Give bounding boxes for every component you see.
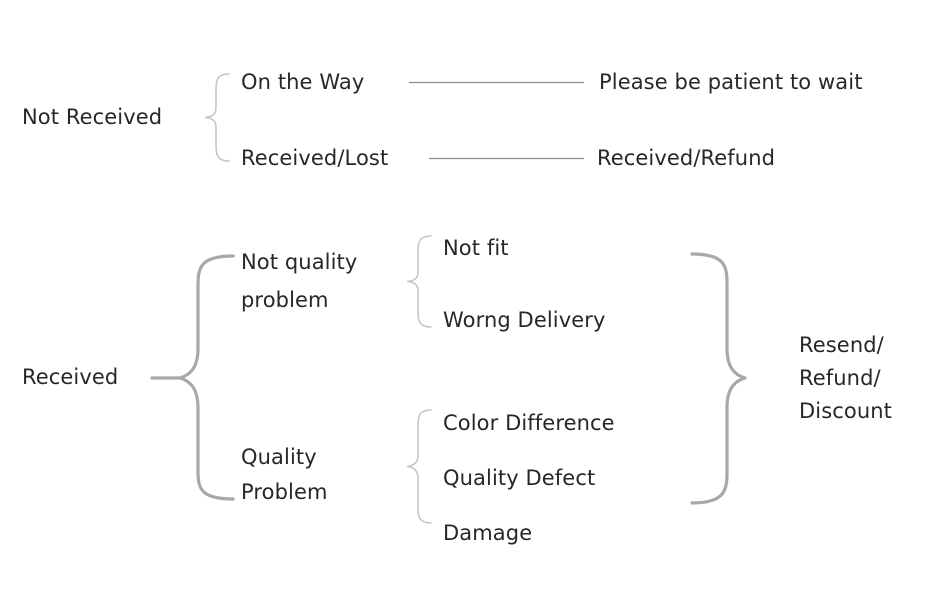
node-on-the-way: On the Way xyxy=(241,70,365,94)
reason-color-difference: Color Difference xyxy=(443,411,615,435)
outcome-on-the-way: Please be patient to wait xyxy=(599,70,863,94)
outcome-resend-line: Resend/ xyxy=(799,333,884,357)
node-quality-problem-line2: Problem xyxy=(241,480,328,504)
outcome-received-lost: Received/Refund xyxy=(597,146,776,170)
brace-quality-problem xyxy=(406,409,432,524)
reason-worng-delivery: Worng Delivery xyxy=(443,308,606,332)
reason-quality-defect: Quality Defect xyxy=(443,466,596,490)
brace-resolution-outcome xyxy=(690,252,747,505)
node-not-quality-problem-line2: problem xyxy=(241,288,329,312)
root-label-received: Received xyxy=(22,365,119,389)
reason-damage: Damage xyxy=(443,521,533,545)
root-label-not-received: Not Received xyxy=(22,105,163,129)
node-not-quality-problem-line1: Not quality xyxy=(241,250,358,274)
brace-received xyxy=(178,254,235,501)
node-quality-problem-line1: Quality xyxy=(241,445,317,469)
outcome-refund-line: Refund/ xyxy=(799,366,881,390)
brace-not-quality-problem xyxy=(406,235,432,328)
reason-not-fit: Not fit xyxy=(443,236,509,260)
brace-not-received xyxy=(204,73,230,162)
outcome-discount-line: Discount xyxy=(799,399,892,423)
node-received-lost: Received/Lost xyxy=(241,146,389,170)
